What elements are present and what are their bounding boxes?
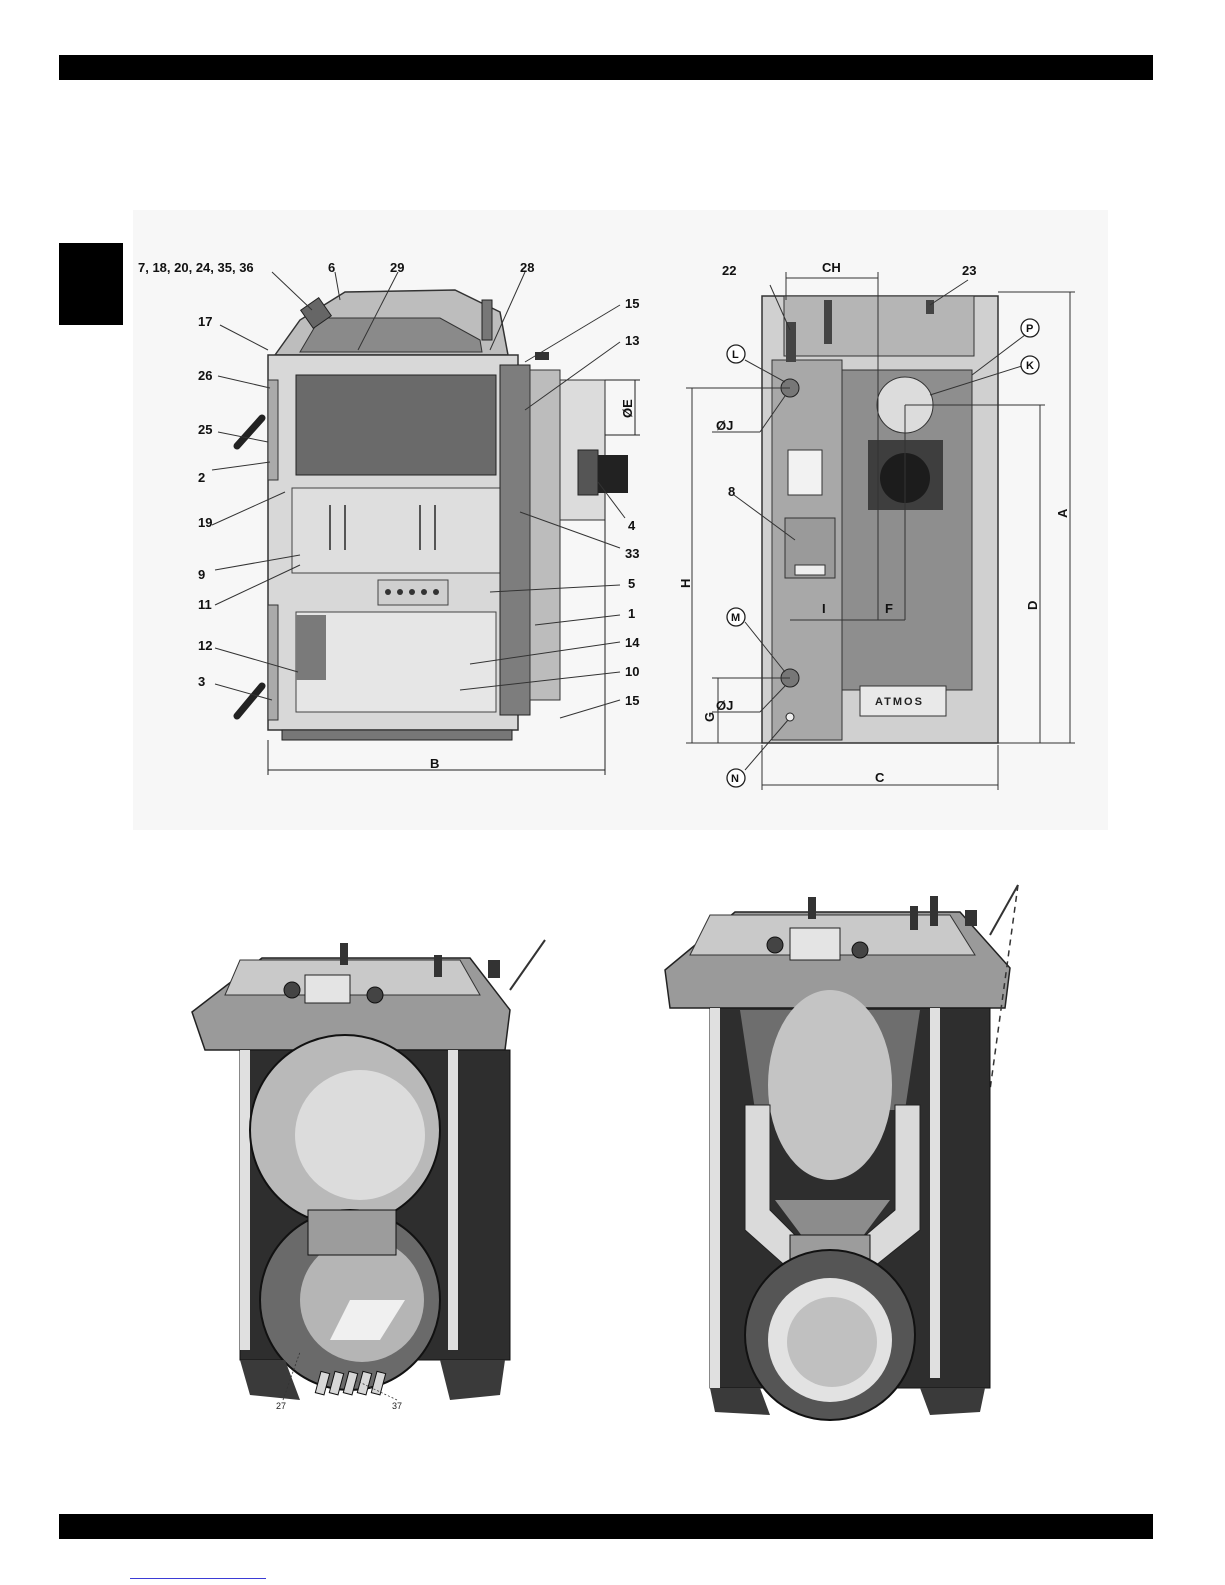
top-pipe-right-2 xyxy=(910,906,918,930)
label-dim-c: C xyxy=(875,770,885,785)
upper-door xyxy=(268,380,278,480)
lower-door xyxy=(268,605,278,720)
heat-exchanger xyxy=(292,488,500,573)
label-22: 22 xyxy=(722,263,736,278)
label-2: 2 xyxy=(198,470,205,485)
top-valve-left xyxy=(488,960,500,978)
lower-door-handle[interactable] xyxy=(237,686,262,716)
fan-housing xyxy=(578,450,598,495)
label-14: 14 xyxy=(625,635,640,650)
pipe-23 xyxy=(926,300,934,314)
label-dim-j-bottom: ØJ xyxy=(716,698,733,713)
label-3: 3 xyxy=(198,674,205,689)
label-dim-ch: CH xyxy=(822,260,841,275)
top-pipe xyxy=(482,300,492,340)
label-10: 10 xyxy=(625,664,639,679)
label-8: 8 xyxy=(728,484,735,499)
marker-n: N xyxy=(731,773,739,785)
drain-pipe-n xyxy=(786,713,794,721)
label-1: 1 xyxy=(628,606,635,621)
label-28: 28 xyxy=(520,260,534,275)
thermostat-knob xyxy=(535,352,549,360)
label-15-bottom: 15 xyxy=(625,693,639,708)
fuel-chamber xyxy=(296,375,496,475)
display-right xyxy=(790,928,840,960)
label-15-top: 15 xyxy=(625,296,639,311)
label-4: 4 xyxy=(628,518,636,533)
label-19: 19 xyxy=(198,515,212,530)
side-panel-left xyxy=(240,1050,250,1350)
dial-right-2[interactable] xyxy=(852,942,868,958)
label-dim-f: F xyxy=(885,601,893,616)
label-dim-j-top: ØJ xyxy=(716,418,733,433)
dial-right-1[interactable] xyxy=(767,937,783,953)
label-13: 13 xyxy=(625,333,639,348)
label-12: 12 xyxy=(198,638,212,653)
rear-pipe xyxy=(824,300,832,344)
label-dim-a: A xyxy=(1055,508,1070,518)
label-dim-i: I xyxy=(822,601,826,616)
label-6: 6 xyxy=(328,260,335,275)
nozzle-left xyxy=(308,1210,396,1255)
base-frame xyxy=(282,730,512,740)
boiler-section-view: 7, 18, 20, 24, 35, 36 6 29 28 15 13 17 2… xyxy=(138,260,640,775)
dial-left-1[interactable] xyxy=(284,982,300,998)
upper-chamber-inner-left xyxy=(295,1070,425,1200)
lower-door-liner xyxy=(296,615,326,680)
marker-p: P xyxy=(1026,323,1033,335)
label-dim-h: H xyxy=(678,579,693,588)
fuel-chamber-right xyxy=(768,990,892,1180)
boiler-rear-view: ATMOS xyxy=(678,260,1075,790)
display-left xyxy=(305,975,350,1003)
flue-channel xyxy=(530,370,560,700)
boiler-cutaway-right xyxy=(665,885,1018,1420)
label-dim-b: B xyxy=(430,756,439,771)
top-pipe-left-2 xyxy=(434,955,442,977)
label-33: 33 xyxy=(625,546,639,561)
label-27: 27 xyxy=(276,1401,286,1411)
pipe-22 xyxy=(786,322,796,362)
label-dim-d: D xyxy=(1025,601,1040,610)
label-26: 26 xyxy=(198,368,212,383)
side-panel-right xyxy=(710,1008,720,1388)
label-37: 37 xyxy=(392,1401,402,1411)
marker-l: L xyxy=(732,349,739,361)
boiler-cutaway-left: 27 37 xyxy=(192,940,545,1411)
dial-left-2[interactable] xyxy=(367,987,383,1003)
top-valve-right xyxy=(965,910,977,926)
label-23: 23 xyxy=(962,263,976,278)
brand-plate-text: ATMOS xyxy=(875,696,924,708)
top-pipe-left-1 xyxy=(340,943,348,965)
label-parts-group: 7, 18, 20, 24, 35, 36 xyxy=(138,260,254,275)
label-9: 9 xyxy=(198,567,205,582)
rear-top-section xyxy=(784,296,974,356)
top-pipe-right-1 xyxy=(808,897,816,919)
label-29: 29 xyxy=(390,260,404,275)
label-25: 25 xyxy=(198,422,212,437)
label-5: 5 xyxy=(628,576,635,591)
marker-m: M xyxy=(731,612,740,624)
label-11: 11 xyxy=(198,597,212,612)
label-17: 17 xyxy=(198,314,212,329)
marker-k: K xyxy=(1026,360,1034,372)
rear-label-plate xyxy=(788,450,822,495)
upper-door-handle[interactable] xyxy=(237,418,262,446)
label-dim-g: G xyxy=(702,712,717,722)
label-dim-e: ØE xyxy=(620,399,635,418)
rear-wall xyxy=(500,365,530,715)
